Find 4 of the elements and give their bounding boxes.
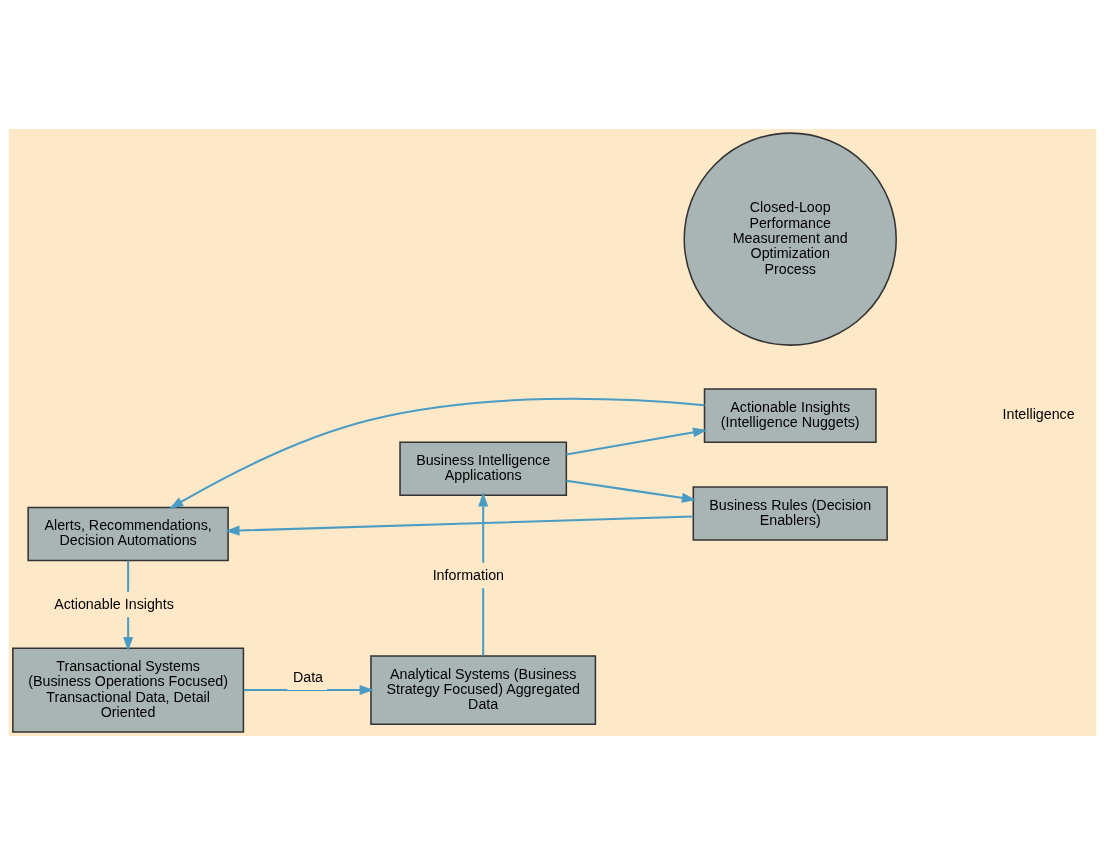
edge-label: Actionable Insights: [54, 595, 174, 612]
edge-label: Information: [432, 566, 505, 583]
label: Intelligence: [1002, 406, 1075, 423]
edge-label: Data: [292, 668, 324, 685]
